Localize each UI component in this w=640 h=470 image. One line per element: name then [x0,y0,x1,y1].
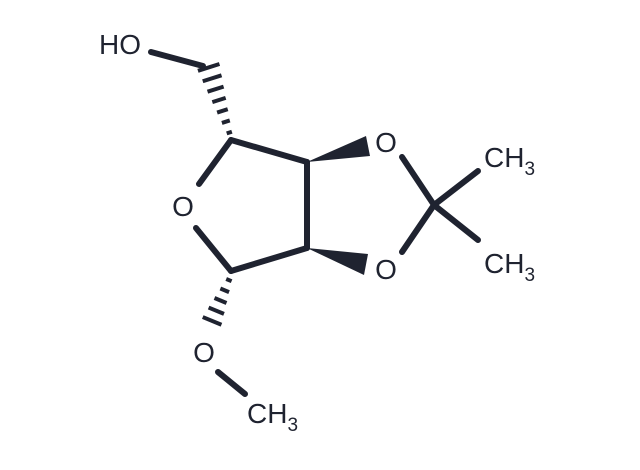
hash-line [226,129,233,136]
hash-line [207,305,225,316]
bond-methoxy-o-ch3 [215,369,248,397]
hashed-bond-c4-c5 [197,62,233,136]
bond-cq-ch3-top [431,168,481,208]
wedge-bond-c2-o-bottom [307,248,368,275]
hash-line [216,107,229,115]
hash-line [197,62,221,73]
hash-line [213,296,228,305]
bonds [148,49,481,397]
dioxolane-o-bottom-label: O [375,254,397,285]
hashed-bond-c1-methoxy [201,277,233,327]
hash-line [211,95,227,105]
hash-line [221,118,231,125]
bond-cq-ch3-bottom [431,202,481,243]
ch3-top-label: CH3 [484,142,535,180]
bond-c4-c3 [228,137,310,165]
ch3-bottom-label: CH3 [484,248,535,286]
dioxolane-o-top-label: O [375,127,397,158]
ch3-methoxy-label: CH3 [247,398,298,436]
bond-ring-o-c1 [193,225,234,274]
hash-line [219,286,230,294]
hash-line [201,315,223,327]
bond-c4-ring-o [196,137,234,187]
hash-line [206,84,225,94]
ho-label: HO [99,29,141,60]
ring-o-label: O [172,191,194,222]
wedge-bond-c3-o-top [307,136,370,162]
hash-line [202,73,223,84]
bond-c2-c1 [228,245,310,274]
bond-ho-c5 [148,49,206,69]
hash-line [225,277,233,284]
methoxy-o-label: O [193,337,215,368]
bond-o-bottom-cq [399,202,437,255]
bond-o-top-cq [399,154,437,208]
